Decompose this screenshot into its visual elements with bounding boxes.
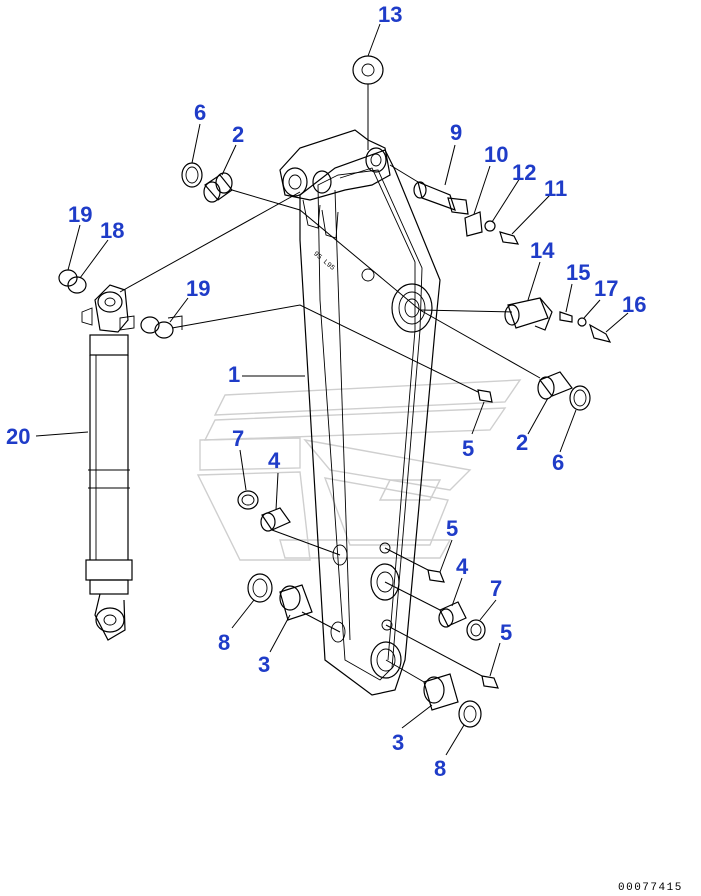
callout-13: 13 xyxy=(378,2,402,27)
callout-2-top: 2 xyxy=(232,122,244,147)
svg-text:95 L95: 95 L95 xyxy=(311,250,335,272)
callout-10: 10 xyxy=(484,142,508,167)
callout-20: 20 xyxy=(6,424,30,449)
callout-16: 16 xyxy=(622,292,646,317)
watermark-logo xyxy=(196,379,522,561)
callout-11: 11 xyxy=(544,176,567,201)
callout-17: 17 xyxy=(594,276,618,301)
callout-6-top: 6 xyxy=(194,100,206,125)
callout-labels: 13 6 2 9 10 12 11 19 18 19 14 15 17 16 1… xyxy=(6,2,646,781)
callout-12: 12 xyxy=(512,160,536,185)
callout-9: 9 xyxy=(450,120,462,145)
callout-19-right: 19 xyxy=(186,276,210,301)
callout-5-top: 5 xyxy=(462,436,474,461)
callout-14: 14 xyxy=(530,238,555,263)
callout-leaders xyxy=(35,23,629,756)
assembly-lines xyxy=(119,84,541,683)
callout-18: 18 xyxy=(100,218,124,243)
callout-5-mid: 5 xyxy=(446,516,458,541)
small-parts xyxy=(58,55,612,728)
boom-arm: 95 L95 xyxy=(279,129,441,696)
callout-7-left: 7 xyxy=(232,426,244,451)
callout-3-bottom: 3 xyxy=(392,730,404,755)
callout-3-left: 3 xyxy=(258,652,270,677)
callout-5-bottom: 5 xyxy=(500,620,512,645)
callout-19-left: 19 xyxy=(68,202,92,227)
callout-4-left: 4 xyxy=(268,448,281,473)
callout-15: 15 xyxy=(566,260,590,285)
callout-4-right: 4 xyxy=(456,554,469,579)
reference-code: 00077415 xyxy=(618,882,683,894)
callout-7-right: 7 xyxy=(490,576,502,601)
callout-8-left: 8 xyxy=(218,630,230,655)
callout-2-right: 2 xyxy=(516,430,528,455)
hydraulic-cylinder xyxy=(81,284,135,641)
callout-8-bottom: 8 xyxy=(434,756,446,781)
callout-1: 1 xyxy=(228,362,240,387)
callout-6-right: 6 xyxy=(552,450,564,475)
